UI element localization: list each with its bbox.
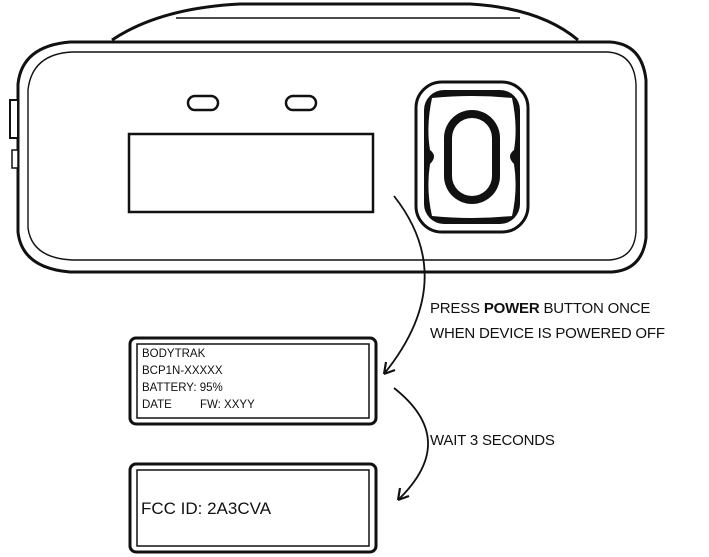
instruction-power-keyword: POWER	[483, 300, 540, 317]
led-indicator-left	[186, 94, 220, 112]
instruction-step1-line2: WHEN DEVICE IS POWERED OFF	[430, 325, 665, 342]
screen-fcc-id	[128, 462, 378, 554]
screen1-line3: BATTERY: 95%	[142, 382, 223, 394]
instruction-step1-line1: PRESS POWER BUTTON ONCE	[430, 300, 650, 317]
instruction-suffix: BUTTON ONCE	[539, 300, 651, 317]
instruction-prefix: PRESS	[430, 300, 484, 317]
screen1-line2: BCP1N-XXXXX	[142, 365, 223, 377]
device-display	[127, 132, 375, 214]
arrow-press-power	[383, 195, 426, 375]
device-top-cap	[111, 2, 579, 42]
screen1-line1: BODYTRAK	[142, 348, 206, 360]
led-indicator-right	[284, 94, 318, 112]
screen-boot-info	[128, 336, 378, 426]
screen1-date: DATE	[142, 399, 172, 411]
power-button[interactable]	[414, 80, 530, 234]
screen1-fw: FW: XXYY	[200, 399, 255, 411]
arrow-wait	[393, 387, 429, 501]
screen2-fcc-id: FCC ID: 2A3CVA	[141, 499, 272, 518]
instruction-step2: WAIT 3 SECONDS	[430, 432, 555, 449]
